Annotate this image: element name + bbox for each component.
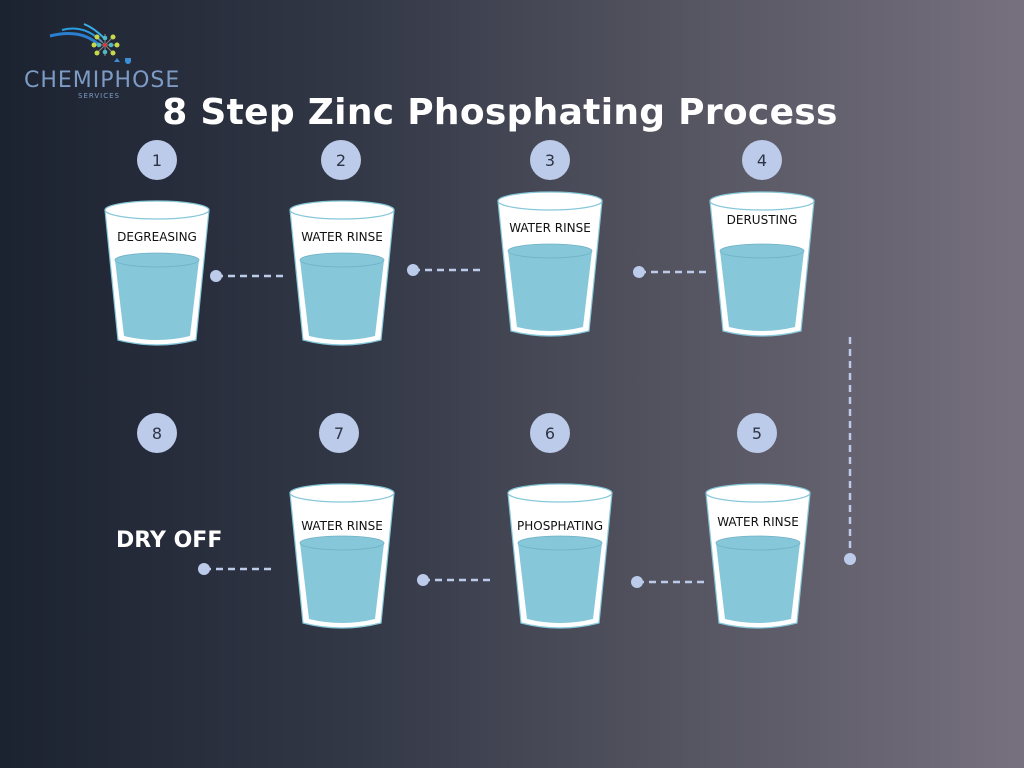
cup-derusting: DERUSTING bbox=[709, 191, 815, 339]
connector-dot bbox=[210, 270, 222, 282]
cup-degreasing: DEGREASING bbox=[104, 200, 210, 348]
connector-dot bbox=[631, 576, 643, 588]
cup-label: PHOSPHATING bbox=[516, 519, 603, 533]
cup-label: DEGREASING bbox=[117, 230, 197, 244]
cup-label: DERUSTING bbox=[726, 213, 798, 227]
cup-label: WATER RINSE bbox=[509, 221, 591, 235]
glass-icon bbox=[289, 200, 395, 346]
cup-water-rinse: WATER RINSE bbox=[289, 483, 395, 631]
step-number-badge: 2 bbox=[321, 140, 361, 180]
step-number-badge: 1 bbox=[137, 140, 177, 180]
step-number-badge: 6 bbox=[530, 413, 570, 453]
connector-dot bbox=[633, 266, 645, 278]
glass-icon bbox=[104, 200, 210, 346]
step-number-badge: 3 bbox=[530, 140, 570, 180]
step-number-badge: 5 bbox=[737, 413, 777, 453]
step-number-badge: 7 bbox=[319, 413, 359, 453]
cup-label: WATER RINSE bbox=[717, 515, 799, 529]
cup-label: WATER RINSE bbox=[301, 519, 383, 533]
connector-dot bbox=[417, 574, 429, 586]
logo-subtitle: SERVICES bbox=[78, 92, 120, 100]
chemiphose-logo bbox=[22, 22, 172, 104]
page-title: 8 Step Zinc Phosphating Process bbox=[162, 92, 838, 133]
glass-icon bbox=[289, 483, 395, 629]
cup-phosphating: PHOSPHATING bbox=[507, 483, 613, 631]
connector-dot bbox=[407, 264, 419, 276]
connector-dot bbox=[844, 553, 856, 565]
cup-water-rinse: WATER RINSE bbox=[705, 483, 811, 631]
logo-name: CHEMIPHOSE bbox=[24, 68, 181, 93]
glass-icon bbox=[497, 191, 603, 337]
dry-off-label: DRY OFF bbox=[116, 528, 223, 553]
glass-icon bbox=[507, 483, 613, 629]
cup-water-rinse: WATER RINSE bbox=[497, 191, 603, 339]
step-number-badge: 8 bbox=[137, 413, 177, 453]
glass-icon bbox=[705, 483, 811, 629]
cup-water-rinse: WATER RINSE bbox=[289, 200, 395, 348]
connector-dot bbox=[198, 563, 210, 575]
glass-icon bbox=[709, 191, 815, 337]
cup-label: WATER RINSE bbox=[301, 230, 383, 244]
step-number-badge: 4 bbox=[742, 140, 782, 180]
